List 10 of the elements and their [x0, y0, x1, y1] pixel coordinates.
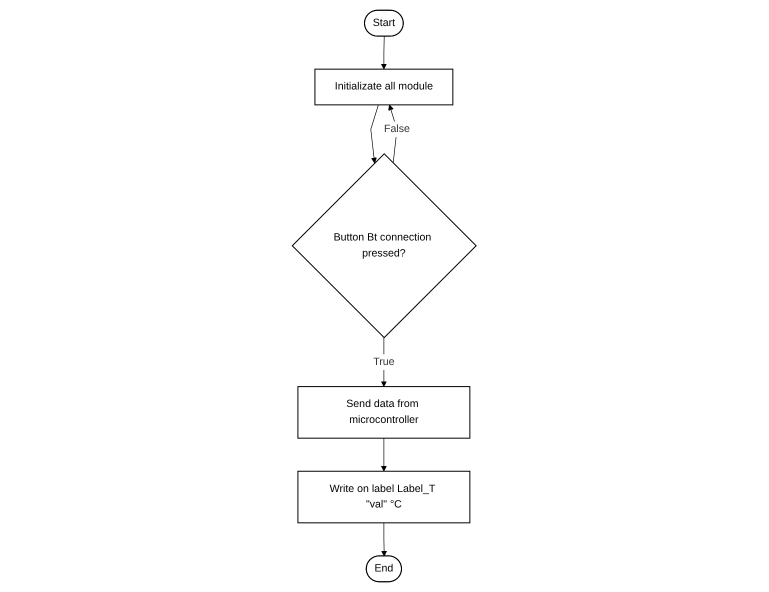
arrow	[381, 438, 388, 472]
edge-label: True	[373, 356, 395, 368]
node-box: Send data from microcontroller	[298, 386, 471, 439]
arrow	[370, 104, 379, 164]
node-diamond: Button Bt connection pressed?	[292, 153, 478, 338]
arrow	[381, 36, 388, 70]
node-box: Initializate all module	[314, 68, 454, 106]
node-box: Write on label Label_T "val" °C	[298, 470, 471, 524]
edge-label: False	[384, 123, 410, 135]
arrow	[381, 522, 388, 556]
